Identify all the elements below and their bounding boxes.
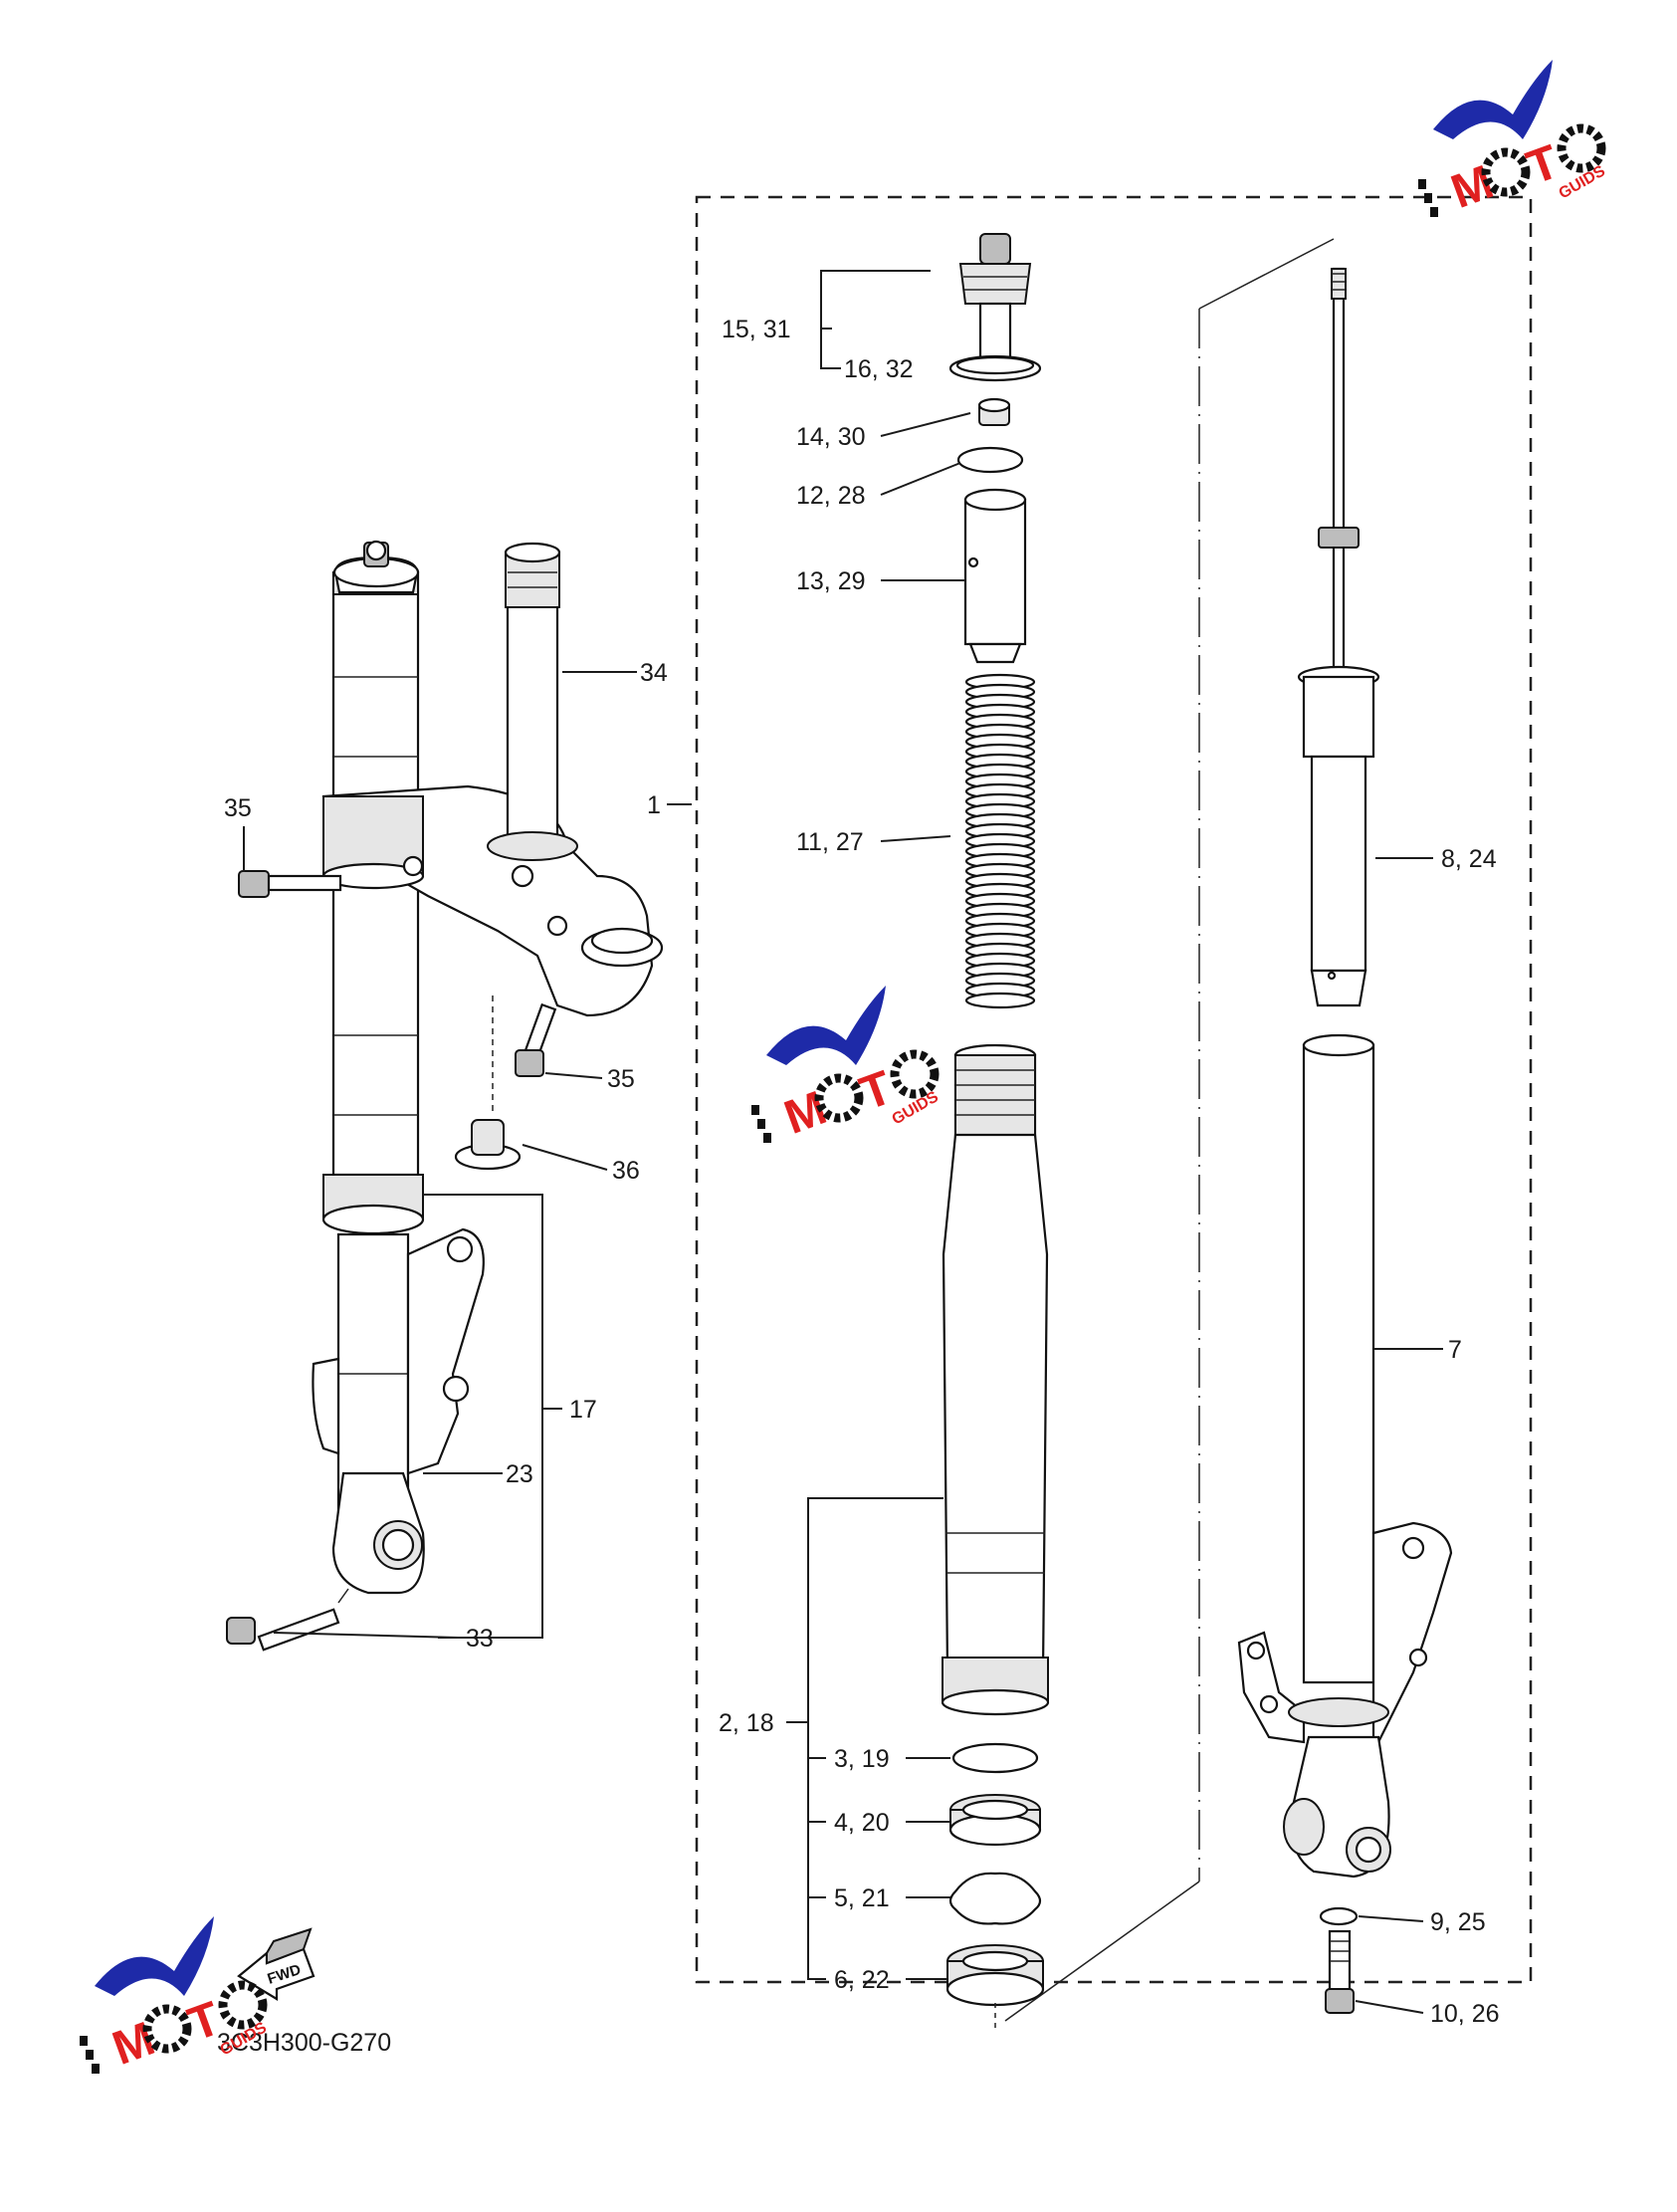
bolt-35-right (515, 1002, 557, 1077)
label-7: 7 (1448, 1336, 1462, 1364)
label-9-25: 9, 25 (1430, 1908, 1486, 1936)
swoosh-icon (766, 986, 886, 1065)
swoosh-icon (95, 1916, 214, 1996)
gear-icon (890, 1049, 940, 1099)
label-10-26: 10, 26 (1430, 2000, 1500, 2028)
label-1: 1 (647, 791, 661, 819)
label-13-29: 13, 29 (796, 567, 866, 595)
damper-rod-8-24 (1297, 267, 1380, 1007)
label-11-27: 11, 27 (796, 828, 864, 856)
label-34: 34 (640, 659, 668, 687)
checker-icon (1418, 179, 1426, 189)
label-5-21: 5, 21 (834, 1884, 890, 1912)
nut-14-30 (977, 397, 1011, 426)
dust-seal-4-20 (948, 1794, 1042, 1847)
bolt-35-left (238, 870, 342, 898)
checker-icon (763, 1133, 771, 1143)
inner-tube-7 (1237, 1033, 1453, 1879)
label-6-22: 6, 22 (834, 1966, 890, 1994)
callout-labels: 15, 31 16, 32 14, 30 12, 28 13, 29 34 1 … (224, 316, 1500, 2028)
checker-icon (1430, 207, 1438, 217)
label-15-31: 15, 31 (722, 316, 791, 343)
washer-9-25 (1319, 1906, 1359, 1926)
clip-3-19 (951, 1742, 1039, 1774)
label-12-28: 12, 28 (796, 482, 866, 510)
bolt-10-26 (1325, 1929, 1355, 2014)
stopper-ring-5-21 (948, 1872, 1042, 1925)
assembled-fork-left (226, 540, 664, 1652)
label-8-24: 8, 24 (1441, 845, 1497, 873)
diagram-code: 3C3H300-G270 (217, 2029, 391, 2057)
cap-bolt-15-31 (948, 233, 1042, 382)
spacer-13-29 (963, 488, 1027, 664)
label-14-30: 14, 30 (796, 423, 866, 451)
label-23: 23 (506, 1460, 533, 1488)
gear-icon (218, 1980, 268, 2030)
oil-seal-6-22 (945, 1944, 1045, 2007)
label-16-32: 16, 32 (844, 355, 914, 383)
gear-icon (814, 1073, 864, 1123)
outer-tube-2-18 (941, 1043, 1050, 1716)
checker-icon (757, 1119, 765, 1129)
label-17: 17 (569, 1396, 597, 1424)
spring-11-27 (964, 673, 1036, 1009)
label-4-20: 4, 20 (834, 1809, 890, 1837)
guide-line-top (1198, 238, 1335, 310)
steering-stem-34 (487, 542, 578, 861)
swoosh-icon (1433, 60, 1553, 139)
gear-icon (1557, 123, 1606, 173)
label-3-19: 3, 19 (834, 1745, 890, 1773)
checker-icon (80, 2036, 88, 2046)
label-2-18: 2, 18 (719, 1709, 774, 1737)
checker-icon (86, 2050, 94, 2060)
label-36: 36 (612, 1157, 640, 1185)
guide-line-bottom (1004, 1880, 1200, 2022)
label-33: 33 (466, 1625, 494, 1653)
washer-12-28 (956, 446, 1024, 474)
label-35-right: 35 (607, 1065, 635, 1093)
cap-36 (454, 995, 522, 1171)
checker-icon (92, 2064, 100, 2074)
spring-coil (964, 992, 1036, 1009)
gear-icon (142, 2004, 192, 2054)
checker-icon (751, 1105, 759, 1115)
checker-icon (1424, 193, 1432, 203)
bolt-33 (226, 1588, 349, 1652)
leader-lines (243, 270, 1443, 2014)
gear-icon (1481, 147, 1531, 197)
assembly-boundary (695, 195, 1533, 1984)
label-35-left: 35 (224, 794, 252, 822)
